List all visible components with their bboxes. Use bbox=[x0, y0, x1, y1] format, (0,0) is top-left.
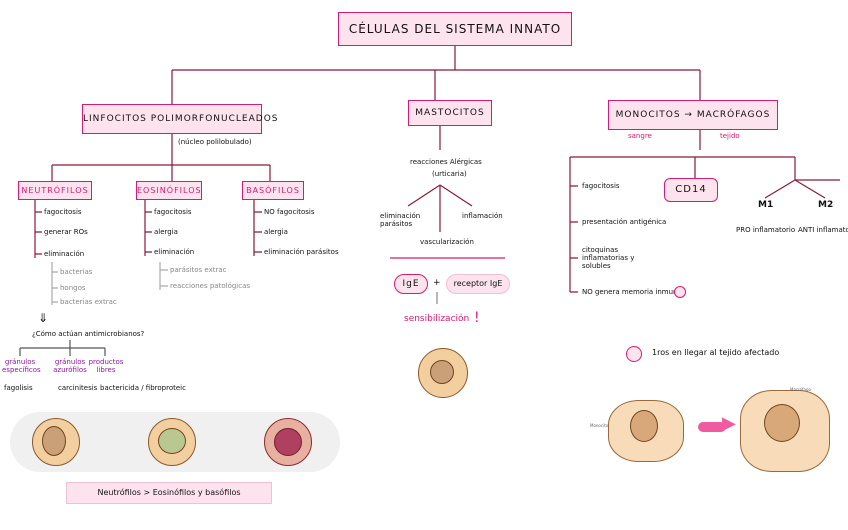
ige-bubble: IgE bbox=[394, 274, 428, 294]
granule-name: gránulos azurófilos bbox=[53, 358, 87, 375]
baso-item: NO fagocitosis bbox=[264, 208, 315, 216]
mono-tissue: tejido bbox=[720, 132, 740, 140]
mono-title: MONOCITOS → MACRÓFAGOS bbox=[608, 100, 778, 130]
basophil-nucleus bbox=[274, 428, 302, 456]
m1-label: M1 bbox=[758, 200, 774, 210]
masto-reactions-sub: (urticaria) bbox=[432, 170, 467, 178]
granule-action: fagolisis bbox=[4, 384, 33, 392]
main-title: CÉLULAS DEL SISTEMA INNATO bbox=[338, 12, 572, 46]
granule-name: gránulos específicos bbox=[2, 358, 41, 375]
neutro-sub: bacterias bbox=[60, 268, 93, 276]
pmn-footer: Neutrófilos > Eosinófilos y basófilos bbox=[66, 482, 272, 504]
eos-item: alergia bbox=[154, 228, 178, 236]
eosinophil-nucleus bbox=[158, 428, 186, 454]
warning-icon bbox=[626, 346, 642, 362]
mono-item: presentación antigénica bbox=[582, 218, 667, 226]
receptor-bubble: receptor IgE bbox=[446, 274, 510, 294]
neutro-title: NEUTRÓFILOS bbox=[18, 181, 92, 200]
neutro-sub: hongos bbox=[60, 284, 86, 292]
plus-sign: + bbox=[433, 278, 441, 288]
m2-desc: ANTI inflamatorio bbox=[798, 226, 848, 234]
eos-item: eliminación bbox=[154, 248, 195, 256]
neutrophil-nucleus bbox=[42, 426, 66, 456]
neutro-item: generar ROs bbox=[44, 228, 88, 236]
pmn-title: LINFOCITOS POLIMORFONUCLEADOS bbox=[82, 104, 278, 134]
eos-sub: parásitos extrac bbox=[170, 266, 227, 274]
masto-reactions: reacciones Alérgicas bbox=[410, 158, 482, 166]
macrophage-nucleus bbox=[764, 404, 800, 442]
macrophage-label: Macrófago bbox=[790, 387, 811, 392]
eos-title: EOSINÓFILOS bbox=[136, 181, 202, 200]
neutro-item: fagocitosis bbox=[44, 208, 82, 216]
monocyte-nucleus bbox=[630, 410, 658, 442]
down-arrow-icon: ⇓ bbox=[38, 311, 49, 325]
masto-effect: eliminación parásitos bbox=[380, 212, 421, 229]
masto-effect: inflamación bbox=[462, 212, 503, 220]
pmn-note: (núcleo polilobulado) bbox=[178, 138, 252, 146]
granule-name: productos libres bbox=[88, 358, 124, 375]
granule-action: carcinitesis bbox=[58, 384, 98, 392]
mono-note: 1ros en llegar al tejido afectado bbox=[652, 348, 780, 357]
eos-sub: reacciones patológicas bbox=[170, 282, 251, 290]
arrow-right-icon bbox=[698, 422, 726, 432]
m1-desc: PRO inflamatorio bbox=[736, 226, 796, 234]
baso-title: BASÓFILOS bbox=[242, 181, 304, 200]
arrow-right-head: ▶ bbox=[722, 413, 736, 434]
mono-item: citoquinas inflamatorias y solubles bbox=[582, 246, 635, 271]
m2-label: M2 bbox=[818, 200, 834, 210]
neutro-sub: bacterias extrac bbox=[60, 298, 117, 306]
masto-effect: vascularización bbox=[420, 238, 474, 246]
neutro-question: ¿Cómo actúan antimicrobianos? bbox=[32, 330, 145, 338]
sensitization-label: sensibilización bbox=[404, 314, 470, 324]
granule-action: bactericida / fibroproteic bbox=[100, 384, 186, 392]
mono-memory: NO genera memoria inmune bbox=[582, 288, 682, 296]
neutro-item: eliminación bbox=[44, 250, 85, 258]
mast-cell-nucleus bbox=[430, 360, 454, 384]
eos-item: fagocitosis bbox=[154, 208, 192, 216]
alert-icon bbox=[674, 286, 686, 298]
mono-blood: sangre bbox=[628, 132, 652, 140]
cd14-badge: CD14 bbox=[664, 178, 718, 202]
monocyte-label: Monocito bbox=[590, 423, 609, 428]
masto-title: MASTOCITOS bbox=[408, 100, 492, 126]
exclamation-mark: ! bbox=[474, 310, 480, 326]
baso-item: alergia bbox=[264, 228, 288, 236]
baso-item: eliminación parásitos bbox=[264, 248, 339, 256]
mono-item: fagocitosis bbox=[582, 182, 620, 190]
